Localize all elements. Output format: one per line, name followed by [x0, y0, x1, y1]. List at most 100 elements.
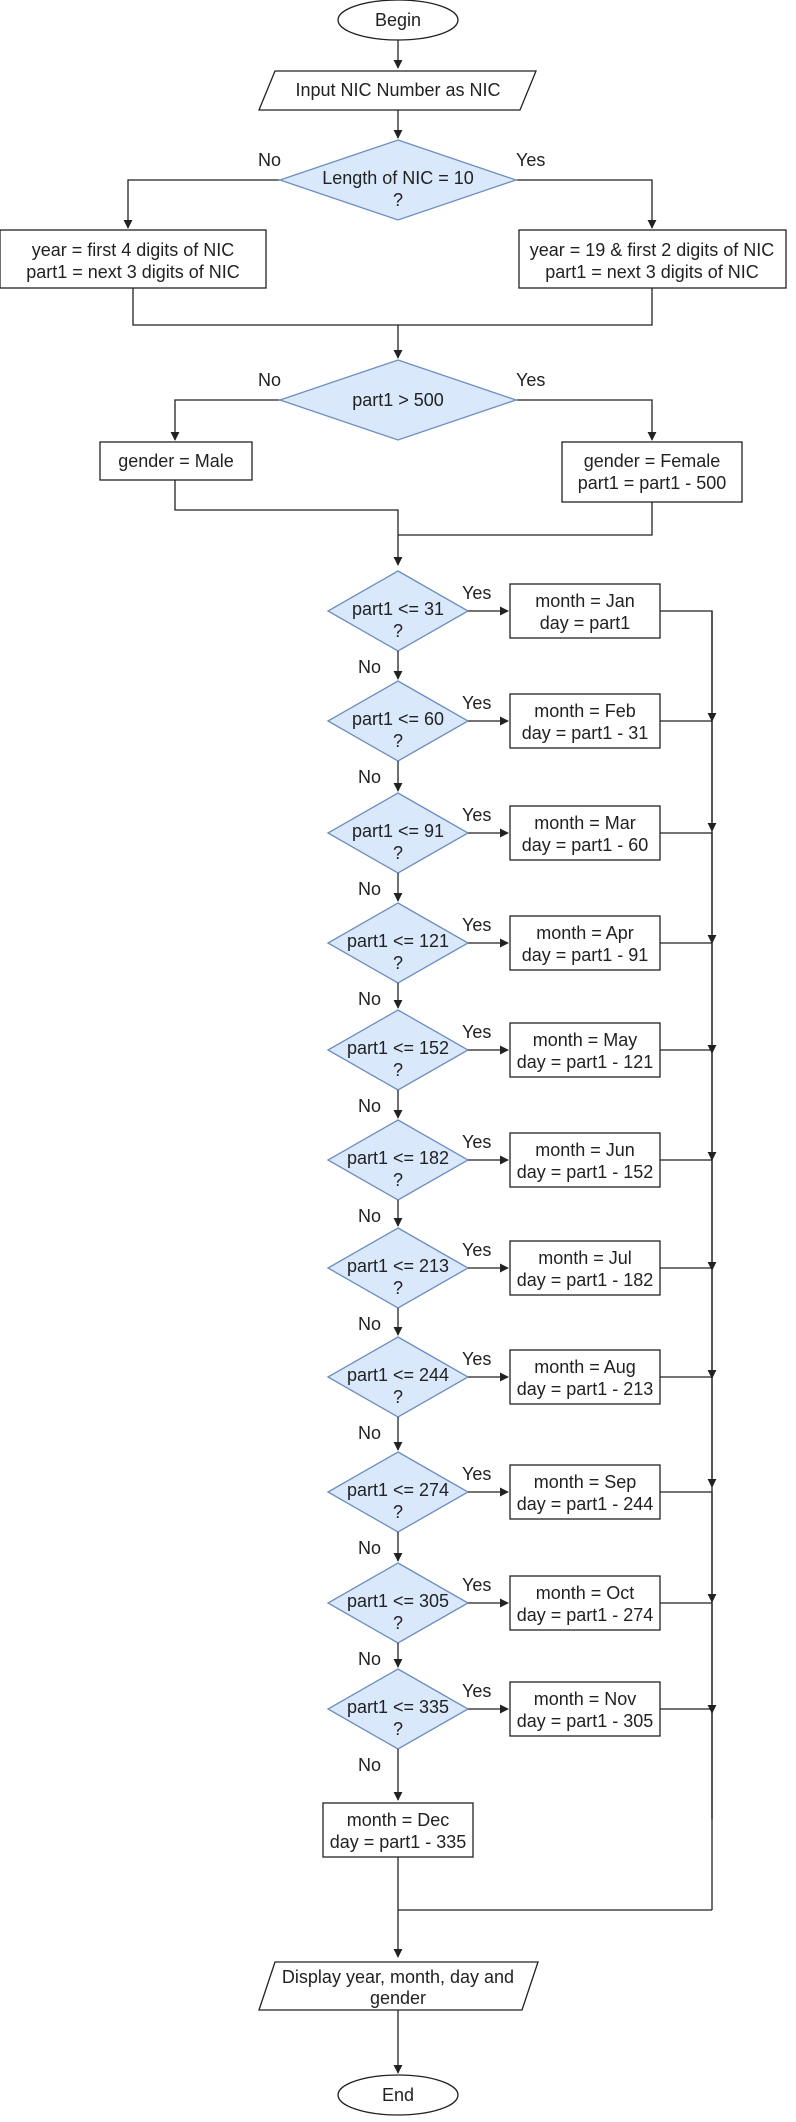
edge-gender-yes: [516, 399, 657, 441]
gender-no-label: No: [258, 370, 281, 390]
decision-cond: part1 <= 91: [352, 821, 444, 841]
input-node: Input NIC Number as NIC: [258, 70, 537, 111]
gender-decision: part1 > 500 No Yes: [258, 359, 545, 441]
month-assign: month = Mar: [534, 813, 636, 833]
day-assign: day = part1 - 60: [522, 835, 649, 855]
no-label: No: [358, 1096, 381, 1116]
month-assign: month = Feb: [534, 701, 636, 721]
month-box: [509, 1681, 661, 1737]
decision-qmark: ?: [393, 1613, 403, 1633]
month-box: [509, 1132, 661, 1188]
decision-qmark: ?: [393, 953, 403, 973]
edge-male-merge: [174, 480, 403, 566]
month-assign: month = Sep: [534, 1472, 637, 1492]
no-label: No: [358, 1649, 381, 1669]
day-assign: day = part1: [540, 613, 631, 633]
year-yes-line1: year = 19 & first 2 digits of NIC: [530, 240, 775, 260]
edge-to-collector: [660, 1708, 713, 1819]
edge-to-collector: [660, 610, 717, 722]
female-box: gender = Female part1 = part1 - 500: [561, 441, 743, 503]
month-assign: month = Aug: [534, 1357, 636, 1377]
no-label: No: [358, 1423, 381, 1443]
output-node: Display year, month, day and gender: [258, 1961, 539, 2011]
decision-qmark: ?: [393, 1387, 403, 1407]
end-node: End: [337, 2074, 459, 2116]
edge-length-yes: [516, 179, 657, 229]
decision-cond: part1 <= 274: [347, 1480, 449, 1500]
no-label: No: [358, 1755, 381, 1775]
no-label: No: [358, 1538, 381, 1558]
month-box: [509, 805, 661, 861]
yes-label: Yes: [462, 805, 491, 825]
yes-label: Yes: [462, 1132, 491, 1152]
month-box: [509, 1464, 661, 1520]
start-node: Begin: [337, 0, 459, 41]
yes-label: Yes: [462, 693, 491, 713]
edge-to-collector: [660, 1049, 717, 1161]
male-line1: gender = Male: [118, 451, 234, 471]
start-label: Begin: [375, 10, 421, 30]
no-label: No: [358, 879, 381, 899]
length-decision: Length of NIC = 10 ? No Yes: [258, 139, 545, 221]
month-assign: month = Nov: [534, 1689, 637, 1709]
dec-day: day = part1 - 335: [330, 1832, 467, 1852]
decision-qmark: ?: [393, 1502, 403, 1522]
edge-to-collector: [660, 720, 717, 832]
edge-to-collector: [660, 1159, 717, 1271]
decision-qmark: ?: [393, 1170, 403, 1190]
day-assign: day = part1 - 213: [517, 1379, 654, 1399]
output-line1: Display year, month, day and: [282, 1967, 514, 1987]
month-assign: month = May: [533, 1030, 638, 1050]
yes-label: Yes: [462, 1240, 491, 1260]
year-yes-line2: part1 = next 3 digits of NIC: [545, 262, 759, 282]
month-assign: month = Apr: [536, 923, 634, 943]
month-step-dec-edge: No: [358, 1749, 403, 1801]
edge-merge-right: [398, 288, 653, 326]
yes-label: Yes: [462, 1464, 491, 1484]
length-decision-line1: Length of NIC = 10: [322, 168, 474, 188]
no-label: No: [358, 1314, 381, 1334]
decision-qmark: ?: [393, 1060, 403, 1080]
edge-merge-left: [132, 288, 398, 326]
yes-label: Yes: [462, 1681, 491, 1701]
month-box: [509, 915, 661, 971]
yes-label: Yes: [462, 1349, 491, 1369]
day-assign: day = part1 - 152: [517, 1162, 654, 1182]
dec-month: month = Dec: [347, 1810, 450, 1830]
female-line1: gender = Female: [584, 451, 721, 471]
decision-cond: part1 <= 244: [347, 1365, 449, 1385]
day-assign: day = part1 - 182: [517, 1270, 654, 1290]
month-assign: month = Jan: [535, 591, 635, 611]
year-no-line2: part1 = next 3 digits of NIC: [26, 262, 240, 282]
day-assign: day = part1 - 244: [517, 1494, 654, 1514]
decision-qmark: ?: [393, 843, 403, 863]
edge-to-collector: [660, 942, 717, 1054]
yes-label: Yes: [462, 583, 491, 603]
month-box: [509, 1022, 661, 1078]
output-line2: gender: [370, 1988, 426, 2008]
day-assign: day = part1 - 91: [522, 945, 649, 965]
day-assign: day = part1 - 31: [522, 723, 649, 743]
decision-cond: part1 <= 335: [347, 1697, 449, 1717]
length-no-label: No: [258, 150, 281, 170]
male-box: gender = Male: [99, 441, 253, 481]
yes-label: Yes: [462, 1022, 491, 1042]
decision-qmark: ?: [393, 1719, 403, 1739]
no-label: No: [358, 657, 381, 677]
yes-label: Yes: [462, 1575, 491, 1595]
length-yes-label: Yes: [516, 150, 545, 170]
dec-box: month = Dec day = part1 - 335: [322, 1802, 474, 1858]
decision-cond: part1 <= 152: [347, 1038, 449, 1058]
year-no-box: year = first 4 digits of NIC part1 = nex…: [0, 229, 267, 289]
no-label: No: [358, 767, 381, 787]
